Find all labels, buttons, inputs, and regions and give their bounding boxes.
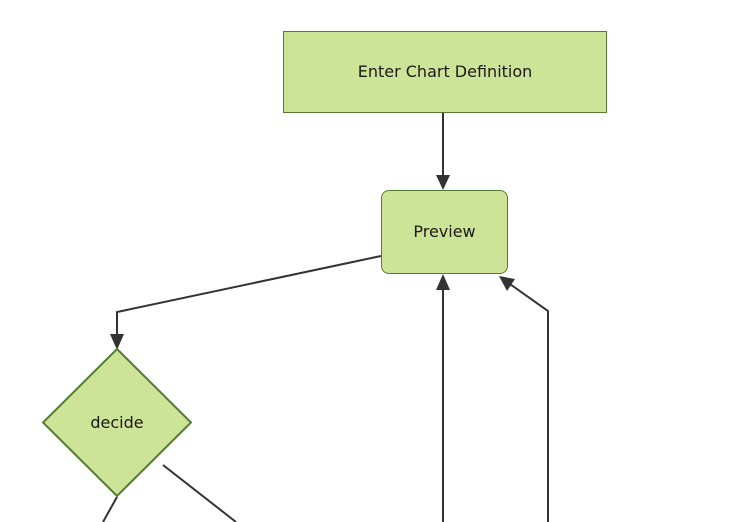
node-label: Enter Chart Definition [357,62,533,82]
edge-preview-to-decide [110,255,382,350]
edge-decide-bottom-right [162,464,237,522]
edge-return-center-to-preview [436,274,450,522]
edge-enter-to-preview [436,113,450,190]
node-preview[interactable]: Preview [381,190,508,274]
node-enter-chart-definition[interactable]: Enter Chart Definition [283,31,607,113]
arrow-head-icon [499,276,515,291]
edge-decide-bottom-left [102,496,118,522]
edge-return-right-to-preview [499,276,549,522]
diamond-shape [42,348,192,497]
arrow-head-icon [436,175,450,190]
arrow-head-icon [436,274,450,290]
arrow-head-icon [110,334,124,350]
node-decide[interactable]: decide [42,348,192,497]
node-label: Preview [413,222,476,242]
node-label: decide [90,413,144,432]
